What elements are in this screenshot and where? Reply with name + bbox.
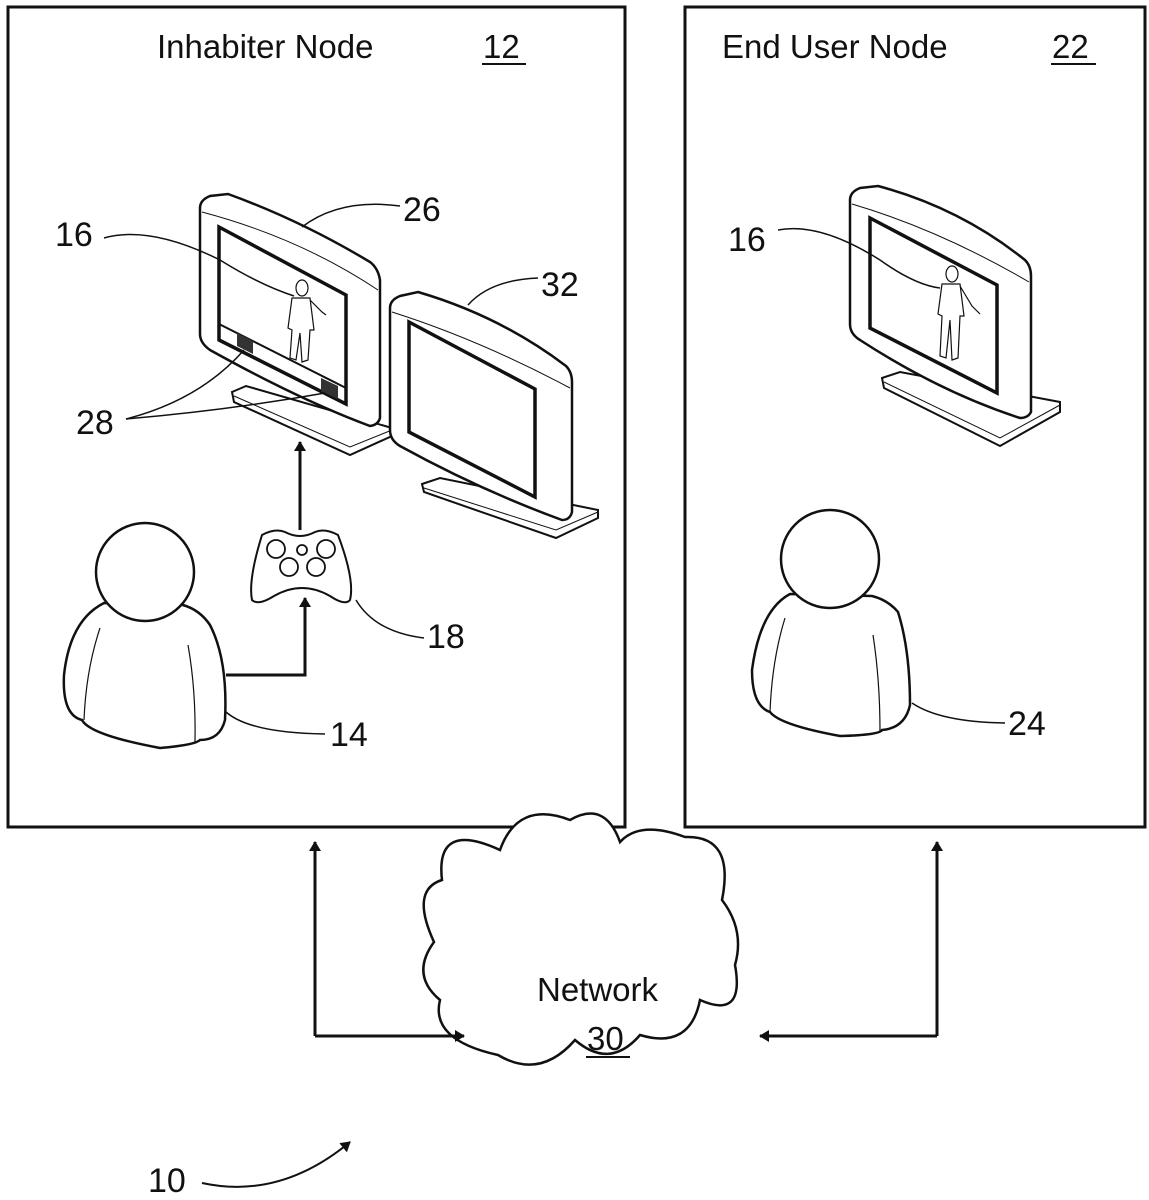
connector-network-end-user [760, 842, 937, 1036]
leader-10-arrow [202, 1142, 350, 1187]
inhabiter-node-numeral: 12 [483, 28, 520, 65]
label-32: 32 [541, 266, 579, 304]
leader-24 [912, 703, 1005, 723]
display-32 [390, 292, 598, 538]
label-28: 28 [76, 404, 114, 442]
figure-reference-10: 10 [148, 1142, 350, 1200]
network-cloud-icon [423, 814, 738, 1065]
user-body-icon [752, 594, 910, 736]
game-controller-icon [251, 531, 351, 603]
end-user-display [850, 186, 1060, 446]
leader-26 [302, 204, 400, 227]
inhabiter-user-14 [64, 523, 226, 748]
user-head-icon [781, 510, 879, 608]
label-18: 18 [427, 618, 465, 656]
user-head-icon [96, 523, 194, 621]
label-26: 26 [403, 191, 441, 229]
end-user-node: End User Node 22 16 24 [685, 7, 1145, 827]
network-numeral: 30 [587, 1020, 624, 1057]
end-user-node-title: End User Node [722, 28, 948, 65]
label-24: 24 [1008, 705, 1046, 743]
label-16-inhabiter: 16 [55, 216, 93, 254]
end-user-node-box [685, 7, 1145, 827]
leader-14 [226, 712, 325, 734]
network-title: Network [537, 971, 659, 1008]
controller-18 [251, 531, 351, 603]
display-26 [200, 194, 392, 455]
inhabiter-node-title: Inhabiter Node [157, 28, 373, 65]
leader-32 [468, 278, 538, 305]
label-16-end-user: 16 [728, 221, 766, 259]
end-user-node-numeral: 22 [1052, 28, 1089, 65]
end-user-24 [752, 510, 910, 736]
inhabiter-node: Inhabiter Node 12 [8, 7, 625, 827]
label-14: 14 [330, 716, 368, 754]
inhabiter-to-controller-arrow [226, 598, 305, 675]
network-30: Network 30 [423, 814, 738, 1065]
label-10: 10 [148, 1162, 186, 1200]
leader-18 [356, 600, 424, 638]
